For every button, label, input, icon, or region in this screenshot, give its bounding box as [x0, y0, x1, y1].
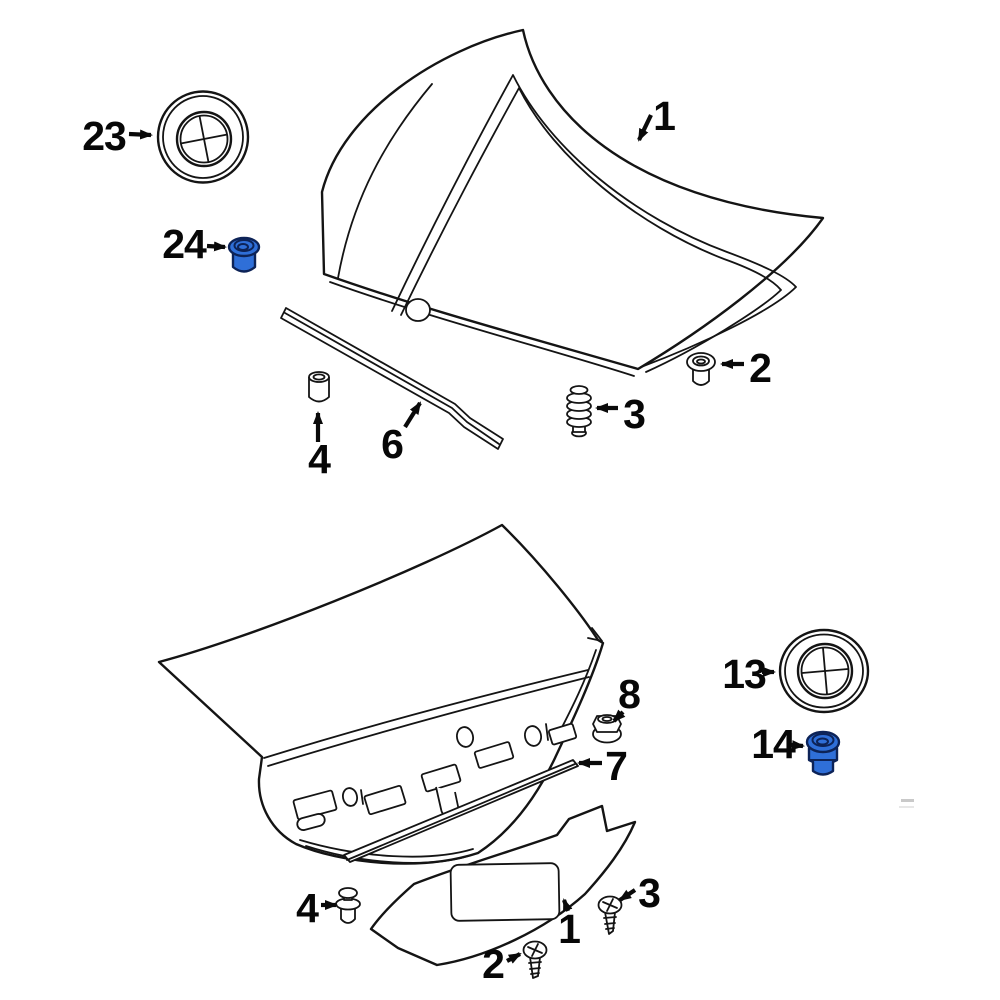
cutout-tick: [545, 723, 549, 741]
callout-label-3: 3: [623, 391, 645, 437]
trunk-band-line-1: [263, 669, 589, 759]
screw-thread: [529, 967, 541, 970]
grommet-body: [807, 746, 839, 776]
seal-strip-inner-line: [284, 312, 500, 445]
roundel-cross-v: [822, 647, 828, 695]
grommet-hole: [237, 243, 249, 251]
grommet-hole: [696, 358, 706, 365]
hood-outline: [320, 28, 825, 371]
hood-crease-left: [337, 83, 433, 279]
cutout-slot: [296, 813, 326, 831]
callout-label-4: 4: [308, 436, 331, 482]
roundel-cross-v: [198, 115, 210, 163]
callout-label-6: 6: [381, 421, 403, 467]
hood-callouts: 1 2 3 4 6 23 24: [82, 93, 772, 482]
callout-label-1: 1: [653, 93, 675, 139]
screw-thread: [605, 927, 615, 930]
cutout-oval: [524, 725, 542, 747]
hood-panel: [320, 28, 825, 377]
finish-panel: [369, 804, 637, 967]
hood-assembly-diagram: 1 2 3 4 6 23 24: [82, 28, 825, 482]
callout-label-2: 2: [749, 345, 771, 391]
front-seal-strip: [280, 307, 504, 450]
callout-label-14: 14: [751, 721, 796, 767]
scan-artifact: [901, 799, 914, 802]
hood-hole: [405, 298, 431, 322]
cutout-tick: [360, 789, 364, 805]
trunk-tip-fold: [587, 627, 603, 642]
hood-grommet: [686, 352, 716, 386]
callout-arrow-23: [128, 129, 153, 140]
blue-grommet-hood: [227, 236, 261, 273]
nut-hole: [601, 716, 613, 722]
callout-label-3: 3: [638, 870, 660, 916]
trunk-band-line-2: [267, 676, 590, 767]
sleeve-body: [308, 377, 330, 403]
bumper-cap: [569, 385, 589, 395]
callout-arrow-1: [637, 114, 653, 142]
cutout-oval: [342, 787, 358, 807]
callout-label-7: 7: [605, 743, 627, 789]
trunk-cutouts: [292, 722, 578, 831]
screw-thread: [604, 922, 616, 925]
hood-front-edge-line: [329, 281, 635, 377]
ribbed-bumper: [566, 385, 592, 438]
cutout-rect: [547, 722, 578, 746]
trunk-bottom-lip-1: [299, 839, 474, 858]
spacer-sleeve: [308, 371, 330, 403]
hood-crease-inner: [400, 87, 782, 373]
sleeve-hole: [312, 373, 326, 381]
callout-arrow-8: [612, 709, 626, 723]
screw-cross: [531, 943, 539, 957]
trunk-bottom-lip-2: [305, 845, 469, 864]
rivet-cap: [338, 887, 358, 899]
cutout-rect: [420, 763, 462, 793]
screw-right: [597, 895, 623, 935]
callout-label-8: 8: [618, 671, 640, 717]
callout-label-4: 4: [296, 885, 319, 931]
trunk-lid: [157, 523, 605, 865]
cutout-rect: [363, 784, 407, 816]
cutout-rect: [473, 741, 515, 769]
hood-crease-outer: [391, 74, 797, 368]
screw-thread: [603, 916, 617, 919]
cutout-oval: [456, 726, 474, 748]
scan-artifact: [899, 806, 914, 808]
callout-label-24: 24: [162, 221, 207, 267]
finish-panel-window: [449, 862, 561, 922]
callout-arrow-6: [403, 401, 422, 429]
blue-grommet-trunk: [805, 730, 841, 776]
grommet-ring: [811, 733, 835, 747]
clip-rivet: [335, 887, 361, 924]
trunk-assembly-diagram: 1 2 3 4 7 8 13 14: [157, 523, 914, 987]
grommet-ring: [233, 239, 255, 252]
callout-label-2: 2: [482, 941, 504, 987]
callout-arrow-24: [206, 241, 227, 252]
callout-arrow-3: [618, 888, 637, 902]
callout-arrow-14: [790, 740, 805, 751]
roundel-emblem-trunk: [778, 628, 870, 714]
screw-thread: [530, 972, 540, 975]
rivet-body: [340, 906, 356, 924]
trunk-outline: [157, 523, 605, 865]
callout-label-13: 13: [722, 651, 766, 697]
callout-arrow-1: [562, 898, 573, 913]
screw-thread: [528, 961, 542, 964]
trunk-callouts: 1 2 3 4 7 8 13 14: [296, 651, 805, 987]
callout-label-1: 1: [558, 906, 580, 952]
screw-bottom: [522, 940, 548, 979]
callout-arrow-2: [506, 952, 522, 964]
roundel-emblem-hood: [156, 90, 250, 184]
trim-strip-inner-line: [346, 763, 576, 861]
screw-cross: [606, 898, 614, 912]
grommet-hole: [816, 737, 829, 746]
callout-label-23: 23: [82, 113, 126, 159]
